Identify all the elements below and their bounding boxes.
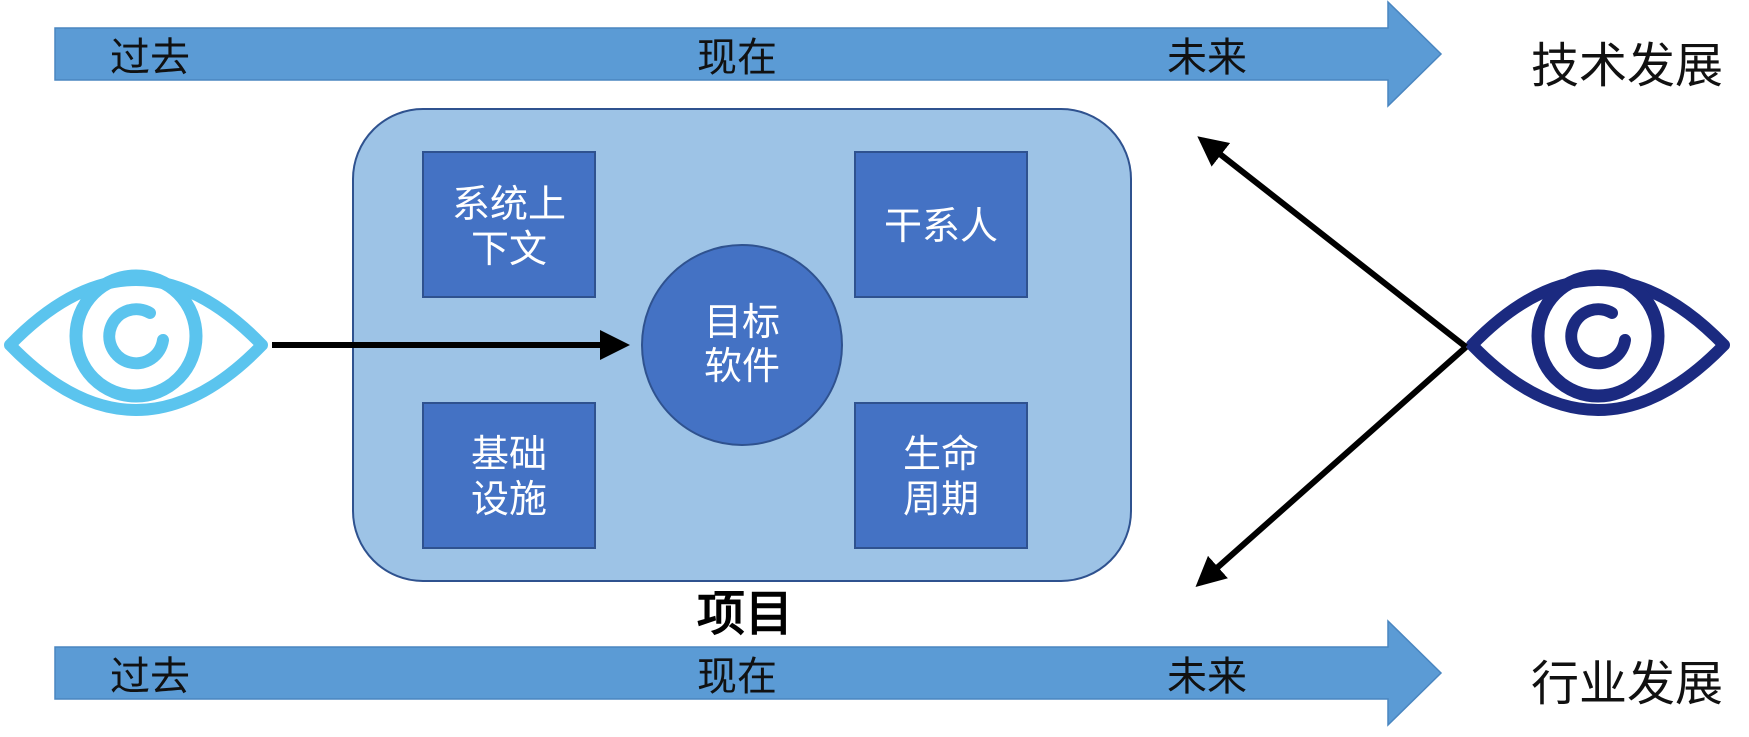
- box-system-context-line2: 下文: [471, 227, 547, 271]
- right-eye-to-industry-arrow: [1195, 344, 1468, 587]
- box-stakeholders-line1: 干系人: [884, 204, 998, 248]
- right-eye-icon: [1466, 269, 1730, 416]
- box-infrastructure-line1: 基础: [471, 432, 547, 476]
- box-system-context-line1: 系统上: [452, 182, 566, 226]
- box-infrastructure: 基础 设施: [422, 402, 596, 549]
- top-timeline-future: 未来: [1167, 35, 1247, 81]
- left-eye-icon: [4, 269, 268, 416]
- target-software-circle: 目标 软件: [641, 244, 843, 446]
- bottom-timeline-past: 过去: [110, 654, 190, 700]
- project-area: 系统上 下文 干系人 基础 设施 生命 周期 目标 软件 项目: [352, 108, 1132, 642]
- bottom-timeline: 过去 现在 未来 行业发展: [54, 619, 1723, 727]
- target-software-line1: 目标: [704, 300, 780, 344]
- top-timeline-arrow: [54, 0, 1443, 108]
- top-timeline-label: 技术发展: [1531, 38, 1723, 94]
- bottom-timeline-present: 现在: [697, 654, 777, 700]
- right-eye-to-tech-arrow: [1197, 136, 1468, 350]
- box-system-context: 系统上 下文: [422, 151, 596, 298]
- top-timeline-past: 过去: [110, 35, 190, 81]
- bottom-timeline-label: 行业发展: [1531, 656, 1723, 712]
- bottom-timeline-arrow: [54, 619, 1443, 727]
- bottom-timeline-future: 未来: [1167, 654, 1247, 700]
- top-timeline: 过去 现在 未来 技术发展: [54, 0, 1723, 108]
- target-software-line2: 软件: [704, 344, 780, 388]
- box-lifecycle-line2: 周期: [903, 477, 979, 521]
- connectors: [272, 136, 1468, 587]
- box-lifecycle-line1: 生命: [903, 432, 979, 476]
- project-label: 项目: [697, 586, 793, 642]
- box-stakeholders: 干系人: [854, 151, 1028, 298]
- top-timeline-present: 现在: [697, 35, 777, 81]
- box-lifecycle: 生命 周期: [854, 402, 1028, 549]
- box-infrastructure-line2: 设施: [471, 477, 547, 521]
